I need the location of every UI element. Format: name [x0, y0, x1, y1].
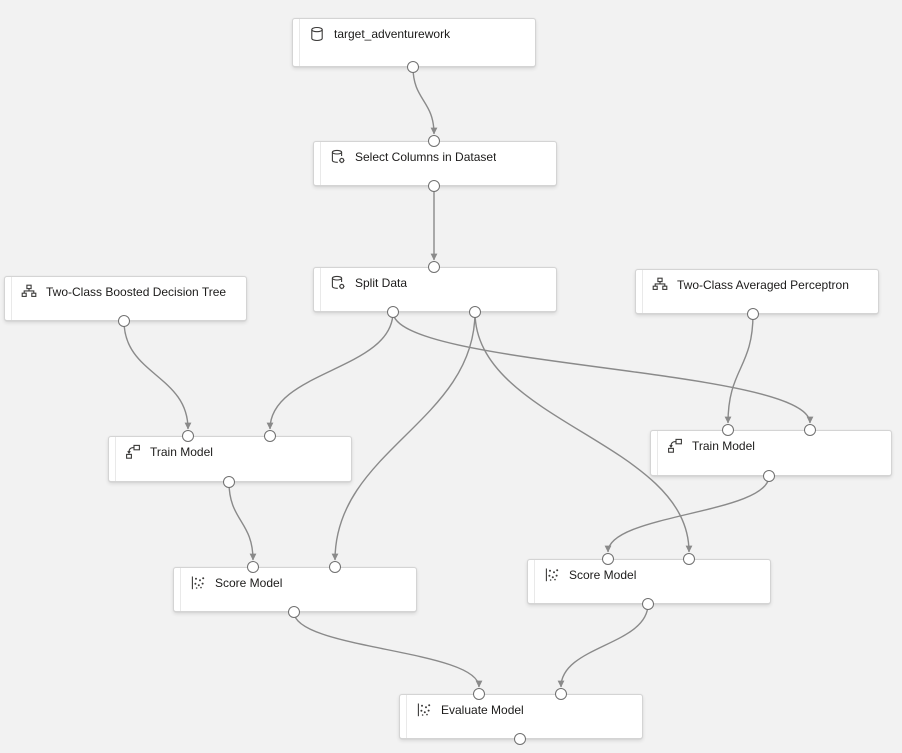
- node-label: Train Model: [692, 439, 755, 453]
- output-port[interactable]: [223, 476, 235, 488]
- input-port[interactable]: [329, 561, 341, 573]
- edge-connector[interactable]: [266, 311, 394, 430]
- node-label: Score Model: [215, 576, 283, 590]
- input-port[interactable]: [722, 424, 734, 436]
- input-port[interactable]: [428, 135, 440, 147]
- edge-connector[interactable]: [123, 320, 192, 430]
- node-train-model-left[interactable]: Train Model: [108, 436, 352, 482]
- node-label: Two-Class Boosted Decision Tree: [46, 285, 227, 299]
- edge-connector[interactable]: [604, 475, 770, 553]
- edge-connector[interactable]: [228, 481, 257, 561]
- node-score-model-right[interactable]: Score Model: [527, 559, 771, 604]
- edge-connector[interactable]: [412, 66, 438, 135]
- output-port[interactable]: [407, 61, 419, 73]
- output-port[interactable]: [747, 308, 759, 320]
- database-icon: [309, 26, 325, 42]
- scatter-plot-icon: [544, 567, 560, 583]
- scatter-plot-icon: [416, 702, 432, 718]
- node-label: Two-Class Averaged Perceptron: [677, 278, 849, 292]
- input-port[interactable]: [182, 430, 194, 442]
- node-label: Evaluate Model: [441, 703, 524, 717]
- edge-connector[interactable]: [331, 311, 476, 561]
- input-port[interactable]: [555, 688, 567, 700]
- input-port[interactable]: [804, 424, 816, 436]
- edge-connector[interactable]: [392, 311, 814, 424]
- hierarchy-icon: [21, 284, 37, 300]
- hierarchy-icon: [652, 277, 668, 293]
- node-select-columns-in-dataset[interactable]: Select Columns in Dataset: [313, 141, 557, 186]
- database-gear-icon: [330, 275, 346, 291]
- train-model-icon: [125, 444, 141, 460]
- input-port[interactable]: [683, 553, 695, 565]
- database-gear-icon: [330, 149, 346, 165]
- edge-connector[interactable]: [293, 611, 483, 688]
- node-label: Train Model: [150, 445, 213, 459]
- output-port[interactable]: [428, 180, 440, 192]
- node-label: Select Columns in Dataset: [355, 150, 497, 164]
- edge-connector[interactable]: [557, 603, 649, 688]
- input-port[interactable]: [428, 261, 440, 273]
- scatter-plot-icon: [190, 575, 206, 591]
- input-port[interactable]: [264, 430, 276, 442]
- output-port[interactable]: [288, 606, 300, 618]
- output-port[interactable]: [387, 306, 399, 318]
- node-evaluate-model[interactable]: Evaluate Model: [399, 694, 643, 739]
- edge-connector[interactable]: [474, 311, 693, 553]
- input-port[interactable]: [602, 553, 614, 565]
- node-label: Split Data: [355, 276, 408, 290]
- output-port[interactable]: [469, 306, 481, 318]
- output-port[interactable]: [642, 598, 654, 610]
- node-label: Score Model: [569, 568, 637, 582]
- node-two-class-averaged-perceptron[interactable]: Two-Class Averaged Perceptron: [635, 269, 879, 314]
- node-target-adventurework[interactable]: target_adventurework: [292, 18, 536, 67]
- node-train-model-right[interactable]: Train Model: [650, 430, 892, 476]
- node-split-data[interactable]: Split Data: [313, 267, 557, 312]
- output-port[interactable]: [118, 315, 130, 327]
- input-port[interactable]: [473, 688, 485, 700]
- node-label: target_adventurework: [334, 27, 451, 41]
- output-port[interactable]: [763, 470, 775, 482]
- input-port[interactable]: [247, 561, 259, 573]
- output-port[interactable]: [514, 733, 526, 745]
- train-model-icon: [667, 438, 683, 454]
- edge-connector[interactable]: [724, 313, 754, 424]
